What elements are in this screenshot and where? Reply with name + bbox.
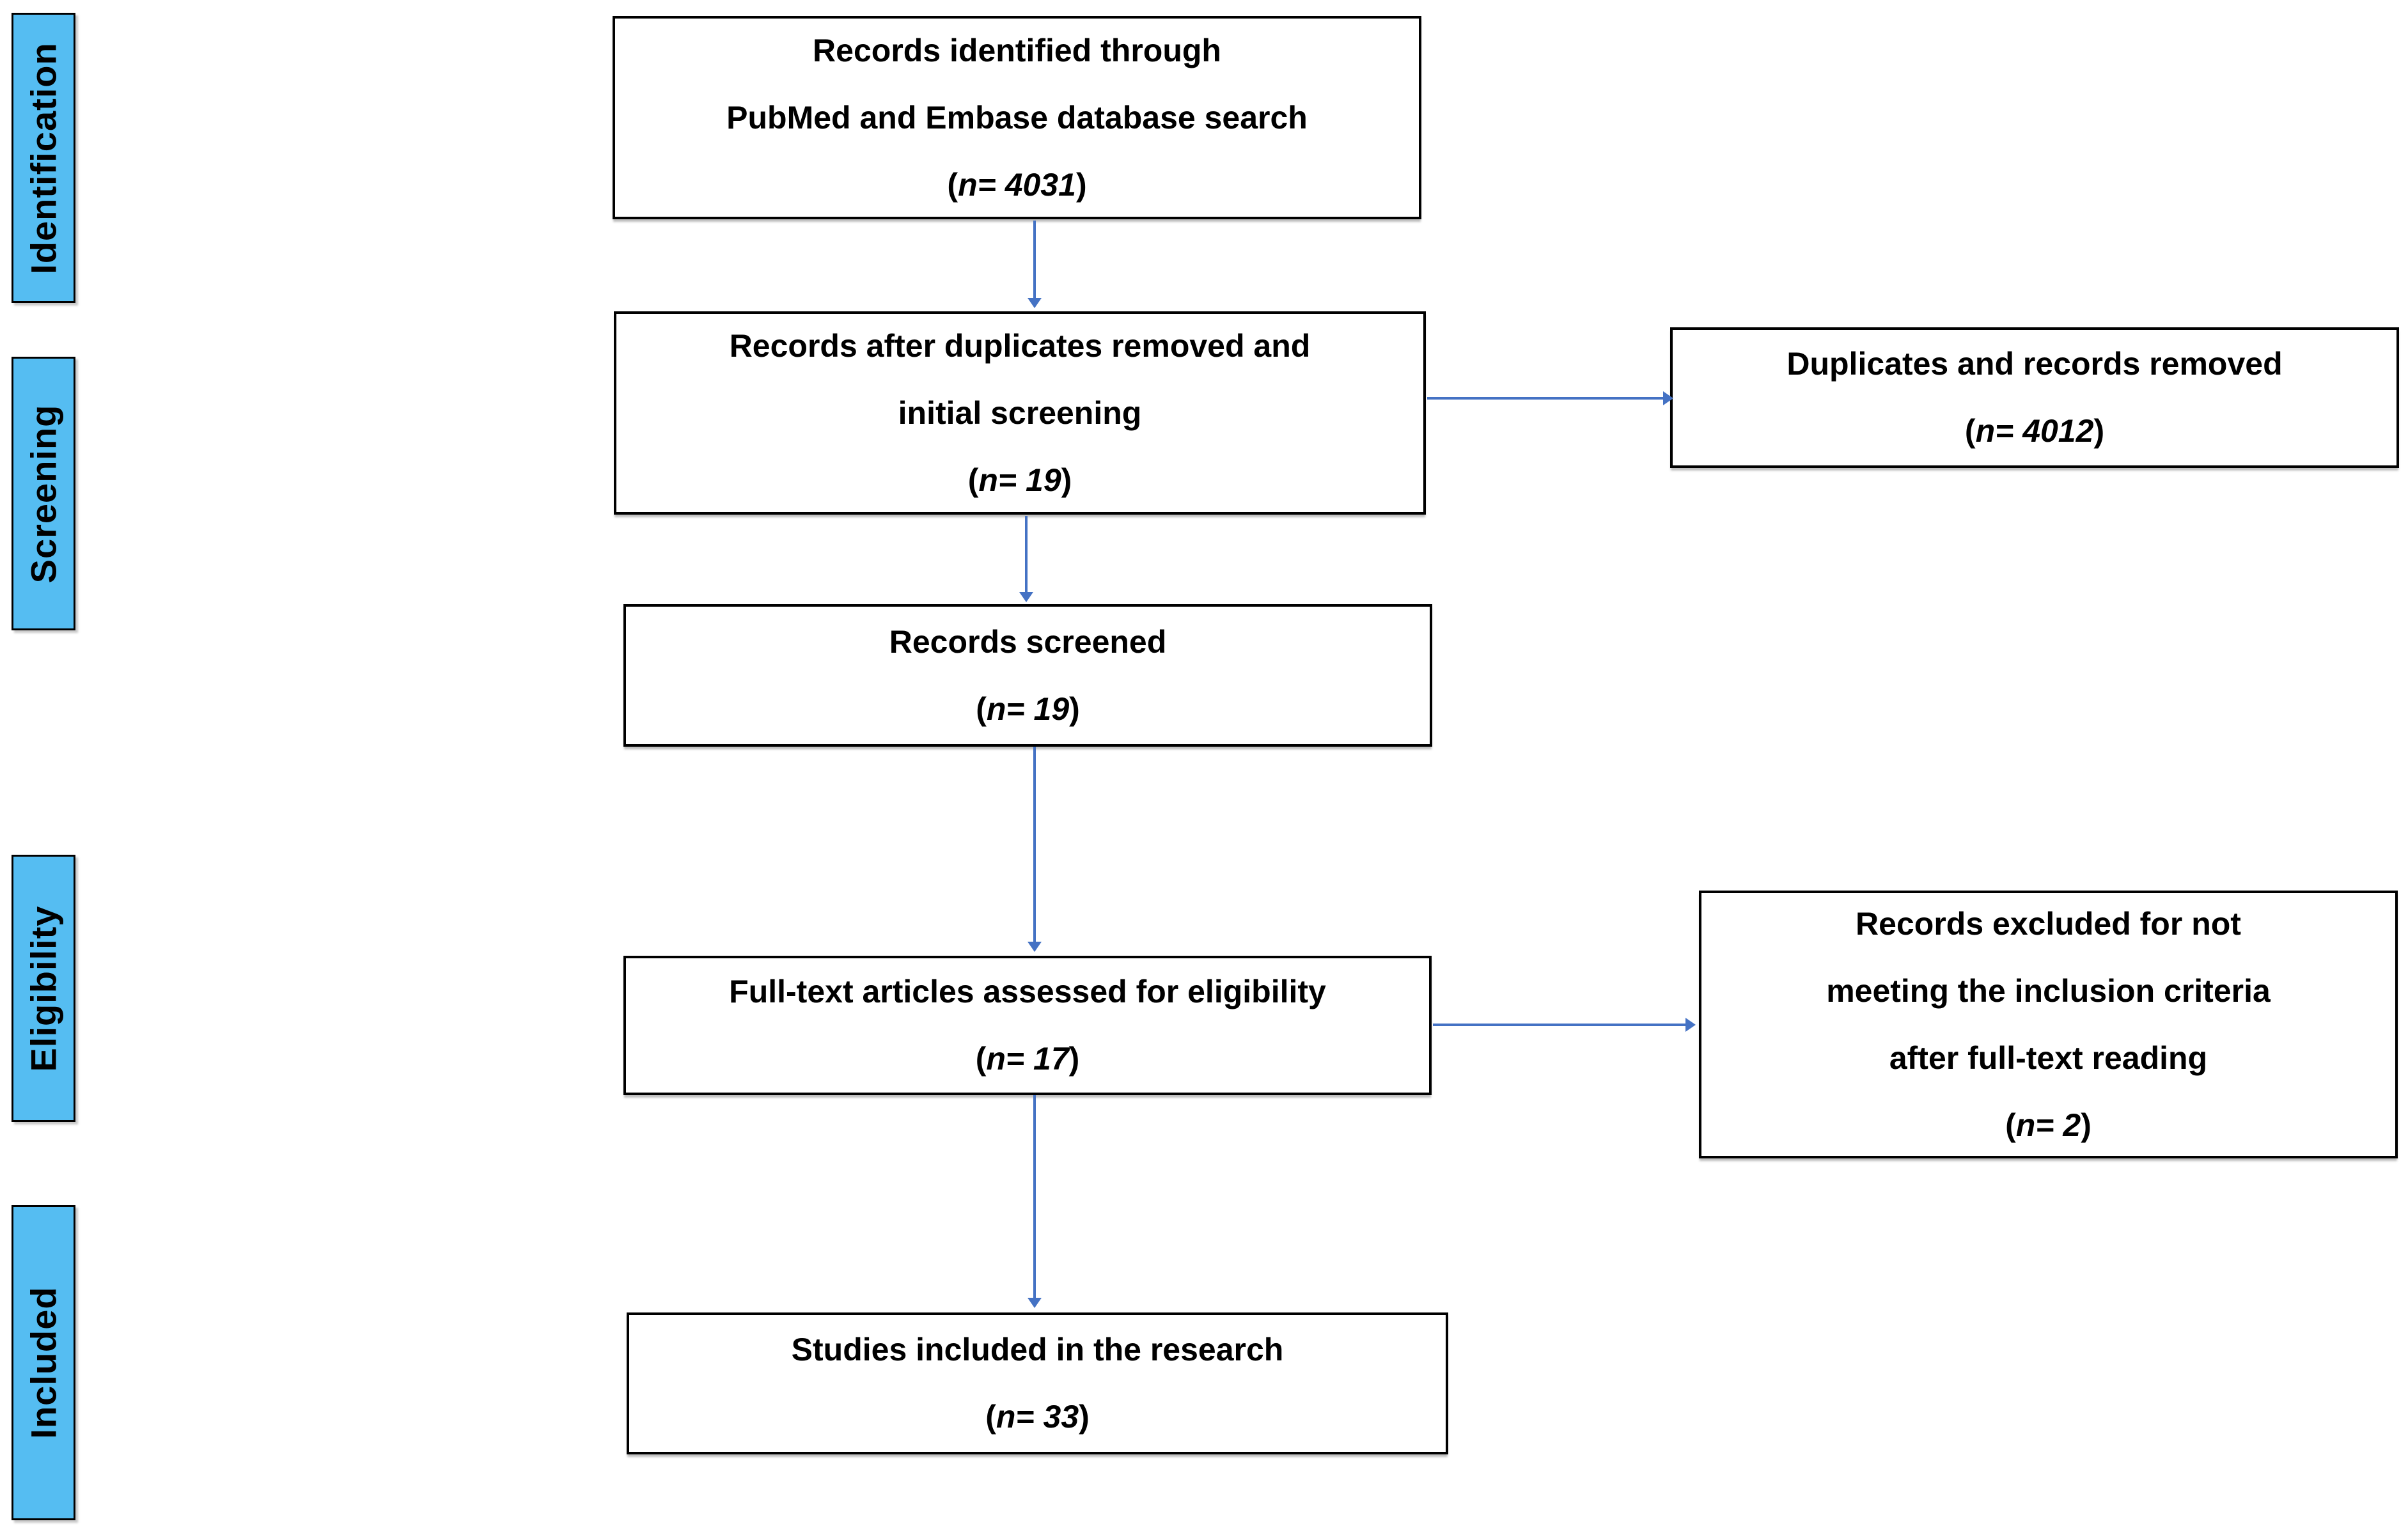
stage-label-identification: Identification (12, 13, 75, 303)
count-label: (n= 17) (975, 1041, 1080, 1077)
count-label: (n= 2) (2005, 1107, 2091, 1143)
arrow-to-records-excluded (1433, 1018, 1696, 1032)
arrow-identified-to-after-duplicates (1028, 221, 1042, 308)
stage-label-eligibility: Eligibility (12, 855, 75, 1122)
flow-box-records-screened: Records screened (n= 19) (623, 604, 1432, 747)
arrow-to-duplicates-removed (1427, 391, 1673, 405)
count-label: (n= 4031) (947, 166, 1087, 203)
arrow-fulltext-to-included (1028, 1095, 1042, 1308)
flow-box-text-line: Records after duplicates removed and (729, 327, 1311, 364)
arrow-screened-to-fulltext (1028, 747, 1042, 952)
side-box-duplicates-removed: Duplicates and records removed (n= 4012) (1670, 327, 2399, 468)
arrow-after-duplicates-to-screened (1019, 516, 1033, 602)
flow-box-text-line: Records screened (889, 623, 1167, 660)
flow-box-studies-included: Studies included in the research (n= 33) (627, 1312, 1448, 1454)
flow-box-fulltext-assessed: Full-text articles assessed for eligibil… (623, 956, 1432, 1095)
side-box-records-excluded: Records excluded for not meeting the inc… (1699, 891, 2398, 1158)
count-label: (n= 33) (985, 1399, 1090, 1435)
stage-label-text: Included (23, 1286, 64, 1439)
flow-box-text-line: Full-text articles assessed for eligibil… (729, 974, 1326, 1009)
count-label: (n= 19) (976, 690, 1080, 727)
count-label: (n= 4012) (1964, 413, 2105, 449)
flow-box-text-line: initial screening (898, 394, 1142, 431)
stage-label-included: Included (12, 1205, 75, 1520)
count-label: (n= 19) (967, 462, 1072, 498)
flow-box-text-line: Records excluded for not (1856, 905, 2241, 942)
stage-label-text: Eligibility (23, 905, 64, 1071)
flow-box-text-line: Studies included in the research (791, 1332, 1284, 1367)
flow-box-text-line: after full-text reading (1889, 1039, 2208, 1076)
stage-label-screening: Screening (12, 357, 75, 630)
flow-box-text-line: Records identified through (813, 32, 1221, 68)
flow-box-records-after-duplicates: Records after duplicates removed and ini… (614, 311, 1426, 515)
stage-label-text: Identification (23, 42, 64, 274)
stage-label-text: Screening (23, 404, 64, 583)
flow-box-text-line: PubMed and Embase database search (726, 99, 1308, 136)
flow-box-text-line: meeting the inclusion criteria (1826, 972, 2271, 1009)
flow-box-records-identified: Records identified through PubMed and Em… (613, 16, 1421, 219)
flow-box-text-line: Duplicates and records removed (1786, 346, 2283, 382)
